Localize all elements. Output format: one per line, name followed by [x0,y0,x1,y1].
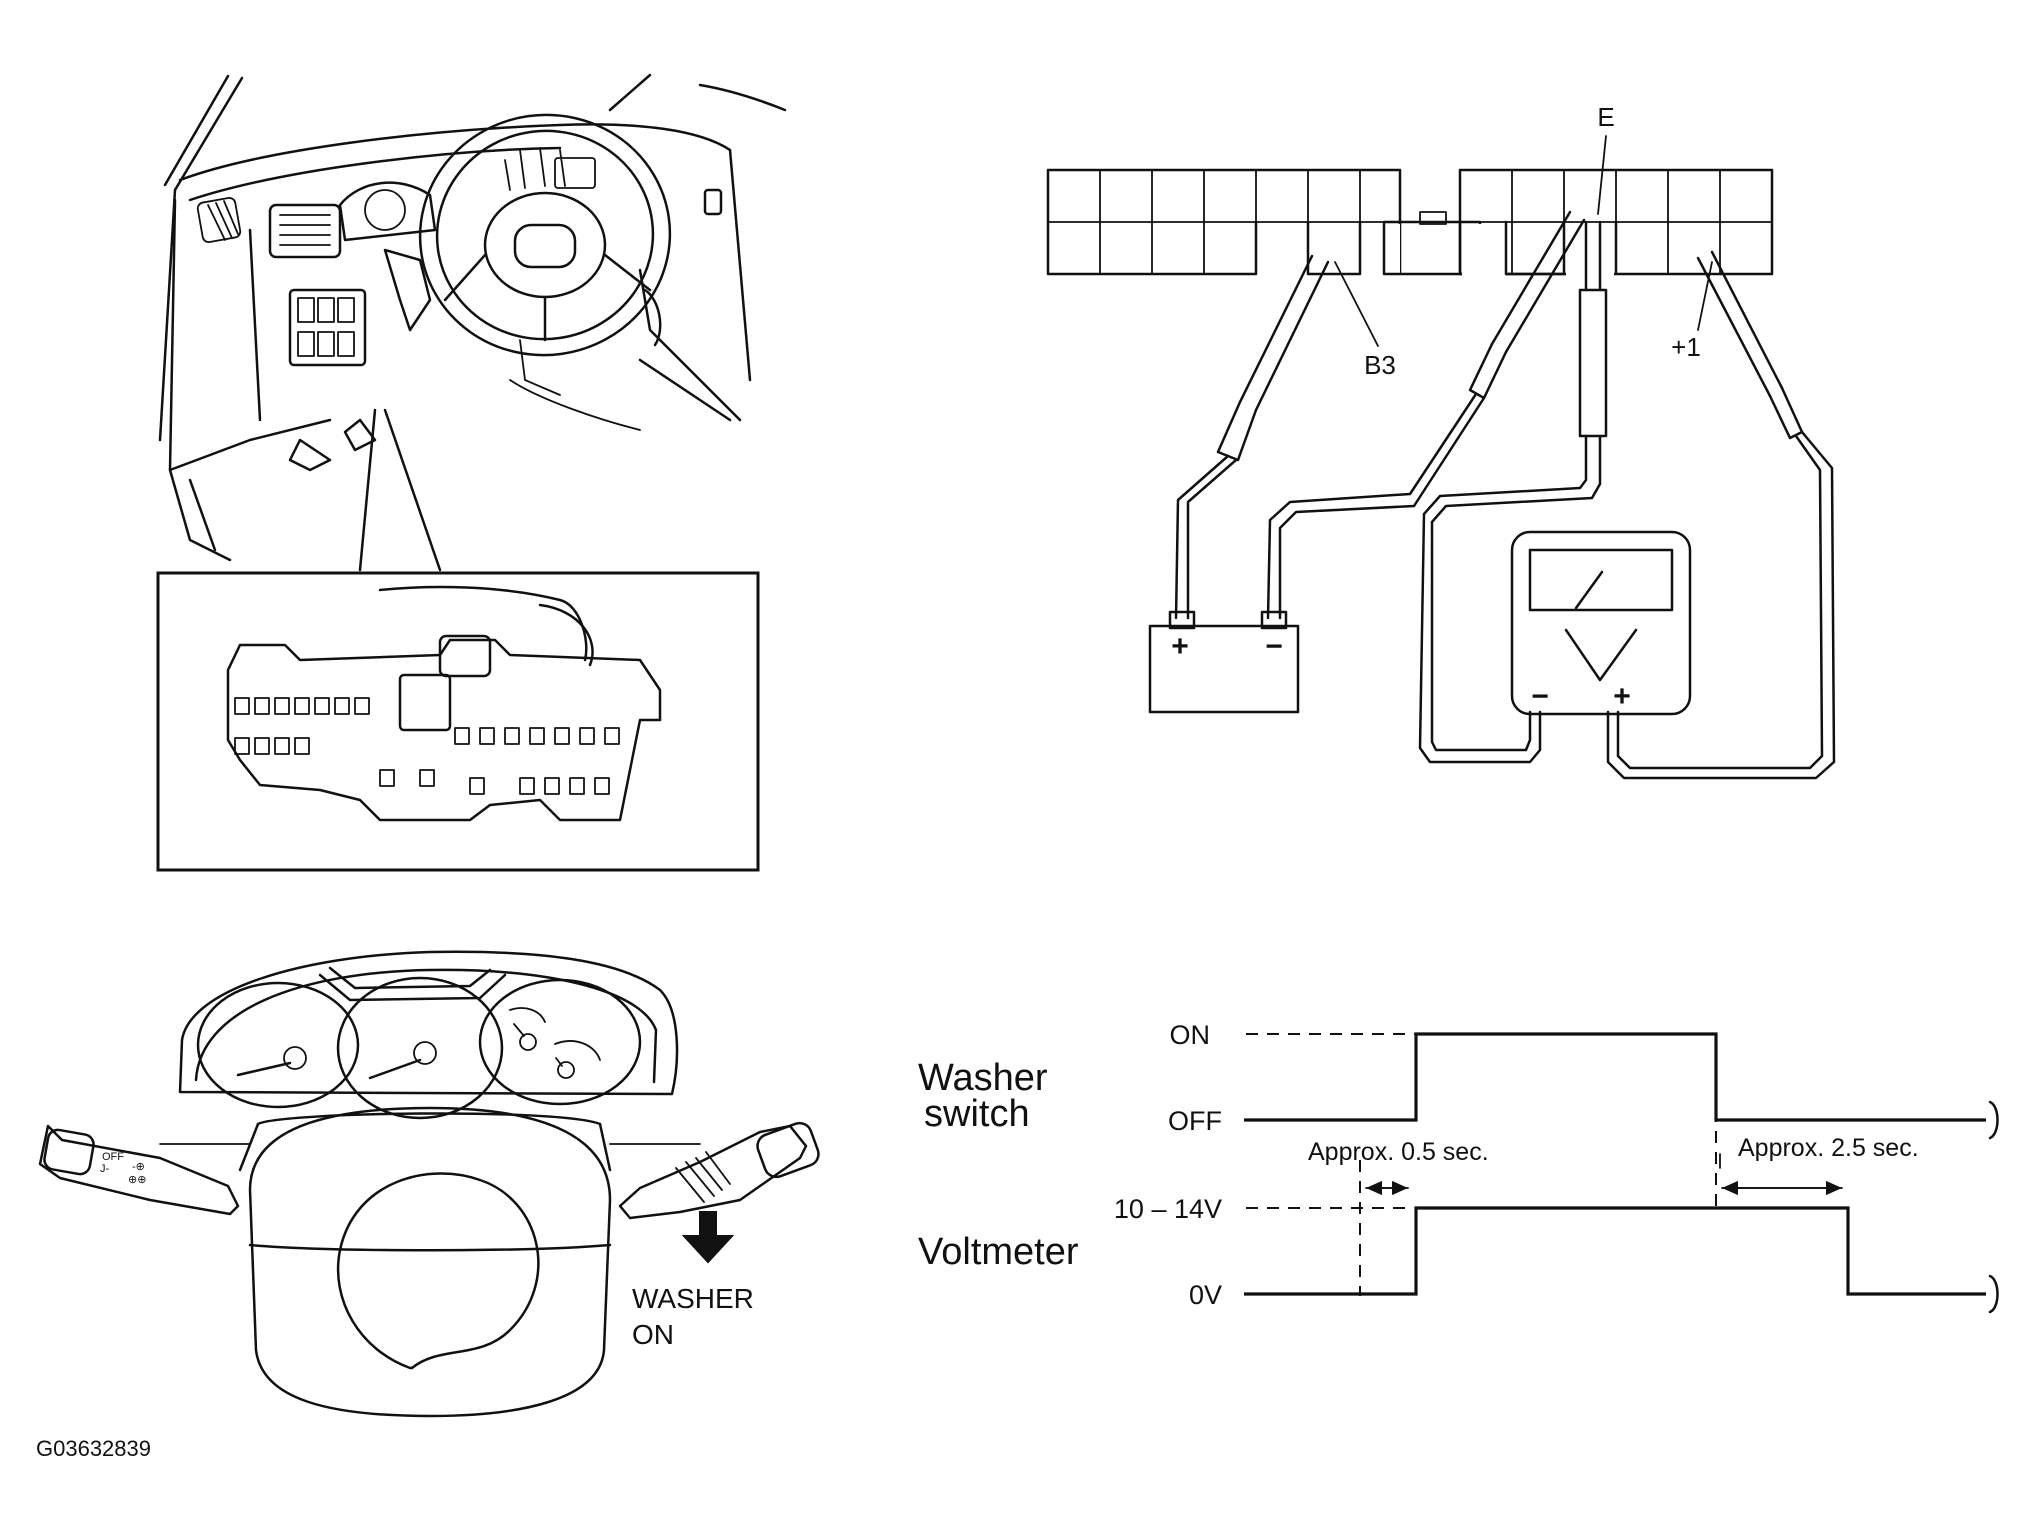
figure-id: G03632839 [36,1436,151,1461]
svg-text:OFF: OFF [102,1151,124,1163]
connector-label-b3: B3 [1364,350,1396,380]
svg-text:⊕⊕: ⊕⊕ [128,1174,146,1186]
voltmeter: − + [1510,530,1692,716]
volt-level-high: 10 – 14V [1114,1194,1222,1224]
connector-label-plus1: +1 [1671,332,1701,362]
dashboard-illustration [158,73,787,572]
svg-text:J-: J- [100,1163,110,1175]
voltmeter-label: Voltmeter [918,1231,1079,1273]
svg-text:-⊕: -⊕ [132,1161,145,1173]
washer-callout-line1: WASHER [632,1283,754,1314]
voltmeter-trace [1244,1206,1986,1296]
voltmeter-minus: − [1531,680,1549,713]
voltmeter-plus: + [1613,680,1631,713]
delay-off-note: Approx. 2.5 sec. [1738,1134,1919,1162]
washer-switch-trace [1244,1032,1986,1122]
washer-level-on: ON [1170,1020,1211,1050]
battery-plus: + [1171,630,1189,663]
washer-switch-label-1: Washer [918,1057,1048,1099]
delay-on-note: Approx. 0.5 sec. [1308,1138,1489,1166]
battery-minus: − [1265,630,1283,663]
washer-callout-line2: ON [632,1319,674,1350]
washer-level-off: OFF [1168,1106,1222,1136]
timing-diagram [1244,1032,1999,1314]
connector-inset [156,571,760,872]
connector-face [1046,168,1774,276]
washer-push-arrow [681,1211,735,1264]
battery: + − [1148,610,1300,714]
test-leads [1174,135,1836,780]
volt-level-low: 0V [1189,1280,1222,1310]
connector-label-e: E [1597,102,1614,132]
washer-switch-label-2: switch [924,1093,1030,1135]
